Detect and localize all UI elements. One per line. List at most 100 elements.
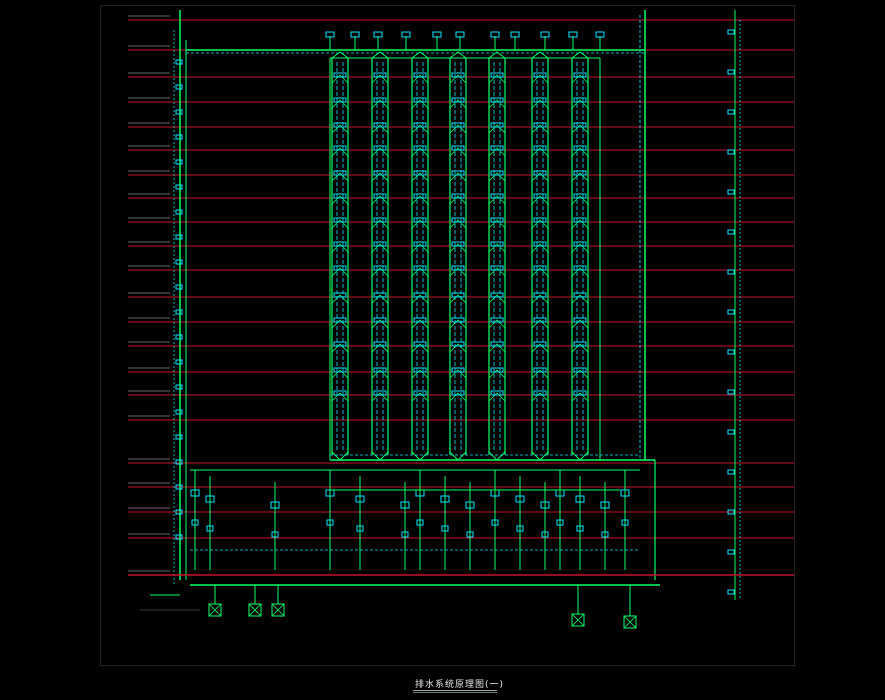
branch-connection [411, 219, 429, 229]
floor-drain-icon [333, 292, 347, 298]
riser-marker [175, 534, 183, 540]
floor-drain-icon [490, 217, 504, 223]
floor-drain-icon [333, 193, 347, 199]
branch-connection [531, 172, 549, 182]
branch-connection [571, 124, 589, 134]
floor-drain-icon [333, 145, 347, 151]
branch-connection [411, 172, 429, 182]
branch-connection [571, 147, 589, 157]
floor-drain-icon [373, 292, 387, 298]
branch-connection [571, 267, 589, 277]
branch-connection [571, 99, 589, 109]
lower-fixture-icon [355, 495, 365, 503]
branch-connection [449, 267, 467, 277]
floor-drain-icon [333, 72, 347, 78]
branch-connection [411, 147, 429, 157]
branch-connection [371, 343, 389, 353]
branch-connection [531, 195, 549, 205]
riser-marker [175, 59, 183, 65]
floor-drain-icon [333, 241, 347, 247]
title-underline [413, 690, 497, 691]
riser-marker [727, 389, 735, 395]
branch-connection [411, 343, 429, 353]
branch-connection [411, 99, 429, 109]
branch-connection [411, 243, 429, 253]
lower-fixture-icon [601, 531, 609, 538]
branch-connection [331, 243, 349, 253]
branch-connection [449, 294, 467, 304]
branch-connection [488, 124, 506, 134]
roof-drain-icon [595, 31, 605, 38]
branch-connection [371, 147, 389, 157]
lower-fixture-icon [466, 531, 474, 538]
floor-drain-icon [573, 367, 587, 373]
branch-connection [411, 267, 429, 277]
riser-marker [175, 134, 183, 140]
branch-connection [371, 267, 389, 277]
floor-drain-icon [413, 170, 427, 176]
branch-connection [371, 243, 389, 253]
branch-connection [571, 392, 589, 402]
branch-connection [371, 369, 389, 379]
floor-drain-icon [413, 145, 427, 151]
lower-fixture-icon [576, 525, 584, 532]
floor-drain-icon [533, 217, 547, 223]
floor-drain-icon [573, 217, 587, 223]
floor-drain-icon [451, 341, 465, 347]
lower-fixture-icon [205, 495, 215, 503]
floor-drain-icon [533, 317, 547, 323]
floor-drain-icon [490, 317, 504, 323]
branch-connection [488, 195, 506, 205]
riser-marker [727, 509, 735, 515]
drawing-title: 排水系统原理图(一) [415, 680, 505, 690]
floor-drain-icon [333, 341, 347, 347]
floor-drain-icon [413, 341, 427, 347]
branch-connection [449, 392, 467, 402]
branch-connection [331, 294, 349, 304]
riser-marker [175, 434, 183, 440]
branch-connection [449, 195, 467, 205]
floor-drain-icon [490, 241, 504, 247]
branch-connection [411, 74, 429, 84]
floor-drain-icon [413, 193, 427, 199]
floor-drain-icon [451, 390, 465, 396]
stack-top-cap [411, 51, 429, 59]
title-underline-secondary [413, 692, 497, 693]
floor-drain-icon [333, 367, 347, 373]
branch-connection [449, 243, 467, 253]
floor-drain-icon [533, 367, 547, 373]
lower-fixture-icon [190, 489, 200, 497]
floor-drain-icon [373, 341, 387, 347]
lower-fixture-icon [440, 495, 450, 503]
floor-drain-icon [573, 241, 587, 247]
floor-drain-icon [451, 72, 465, 78]
branch-connection [571, 343, 589, 353]
lower-fixture-icon [356, 525, 364, 532]
branch-connection [371, 99, 389, 109]
floor-drain-icon [533, 341, 547, 347]
branch-connection [331, 219, 349, 229]
branch-connection [331, 195, 349, 205]
floor-drain-icon [490, 292, 504, 298]
branch-connection [449, 343, 467, 353]
floor-drain-icon [413, 122, 427, 128]
floor-drain-icon [573, 170, 587, 176]
floor-drain-icon [490, 341, 504, 347]
stack-bottom-cap [449, 451, 467, 461]
floor-drain-icon [533, 241, 547, 247]
floor-drain-icon [533, 265, 547, 271]
riser-marker [727, 309, 735, 315]
lower-fixture-icon [620, 489, 630, 497]
branch-connection [331, 392, 349, 402]
roof-drain-icon [350, 31, 360, 38]
branch-connection [411, 319, 429, 329]
floor-drain-icon [373, 145, 387, 151]
branch-connection [531, 219, 549, 229]
branch-connection [488, 99, 506, 109]
floor-drain-icon [573, 341, 587, 347]
floor-drain-icon [373, 170, 387, 176]
floor-drain-icon [451, 145, 465, 151]
floor-drain-icon [451, 292, 465, 298]
lower-fixture-icon [206, 525, 214, 532]
